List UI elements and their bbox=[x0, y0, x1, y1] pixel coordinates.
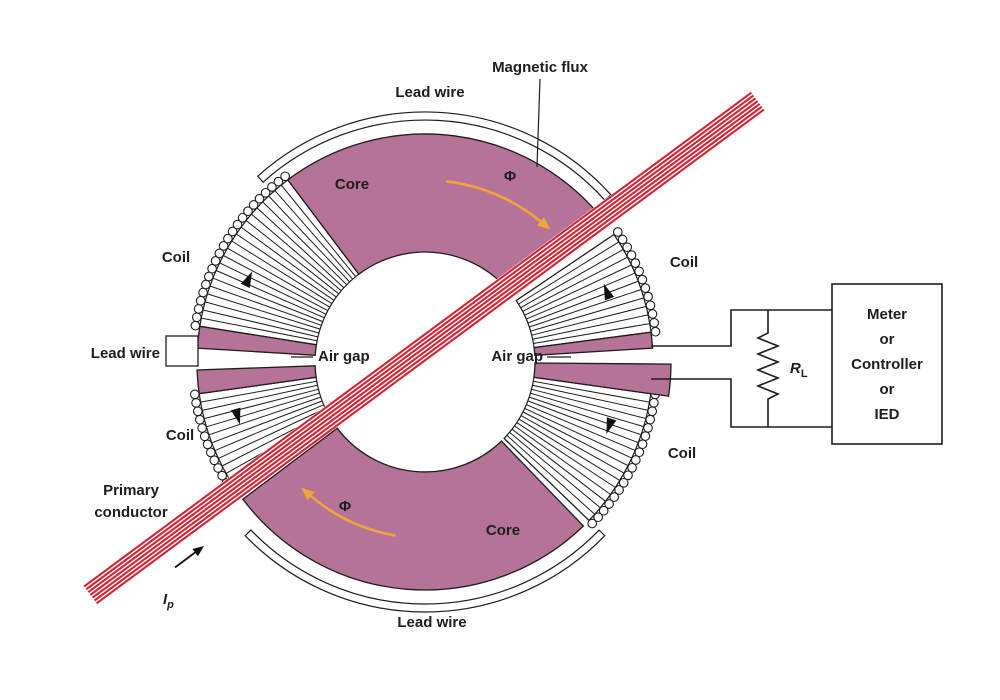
meter-box-line-1: Meter bbox=[867, 306, 907, 323]
flux-symbol-top: Φ bbox=[504, 168, 516, 185]
magnetic-flux-label: Magnetic flux bbox=[492, 59, 589, 76]
lead-wire-bottom-label: Lead wire bbox=[397, 614, 466, 631]
core-bottom-label: Core bbox=[486, 522, 520, 539]
flux-arrow-top bbox=[445, 180, 551, 230]
coil-lower-left-label: Coil bbox=[166, 427, 194, 444]
lead-wire-left-label: Lead wire bbox=[91, 345, 160, 362]
air-gap-right-label: Air gap bbox=[491, 348, 543, 365]
lead-wire-tab-left bbox=[165, 335, 199, 367]
meter-box-text: Meter or Controller or IED bbox=[851, 306, 923, 423]
lead-arc-bottom-path bbox=[244, 529, 606, 613]
core-sectors bbox=[196, 133, 672, 591]
coil-upper-left-label: Coil bbox=[162, 249, 190, 266]
primary-conductor-label-line1: Primary bbox=[103, 482, 160, 499]
secondary-wire-top bbox=[651, 309, 832, 347]
primary-current-arrow-shaft bbox=[174, 550, 198, 569]
coil-upper-right bbox=[515, 227, 661, 349]
primary-conductor-label-line2: conductor bbox=[94, 504, 167, 521]
meter-box-line-5: IED bbox=[874, 406, 899, 423]
magnetic-flux-leader-line bbox=[536, 78, 541, 168]
meter-box-line-2: or bbox=[880, 331, 895, 348]
burden-resistor bbox=[755, 310, 781, 427]
air-gap-left-label: Air gap bbox=[318, 348, 370, 365]
secondary-circuit bbox=[651, 283, 943, 445]
lead-arc-top-path bbox=[256, 111, 612, 201]
load-resistor-label: RL bbox=[790, 360, 808, 380]
lead-wire-top-label: Lead wire bbox=[395, 84, 464, 101]
flux-arrow-bottom bbox=[301, 487, 396, 537]
primary-current-arrow bbox=[174, 546, 204, 569]
secondary-wire-bottom bbox=[651, 378, 832, 428]
primary-current-label: Ip bbox=[163, 591, 174, 611]
meter-box-line-4: or bbox=[880, 381, 895, 398]
core-top-label: Core bbox=[335, 176, 369, 193]
meter-box bbox=[831, 283, 943, 445]
lead-wire-arc-bottom bbox=[244, 529, 606, 613]
meter-box-line-3: Controller bbox=[851, 356, 923, 373]
primary-conductor bbox=[83, 91, 765, 605]
conductor-stripes bbox=[83, 91, 765, 605]
winding-direction-arrows bbox=[230, 271, 617, 434]
primary-current-arrowhead bbox=[192, 546, 204, 557]
lead-wire-arc-top bbox=[256, 111, 612, 201]
coil-lower-left bbox=[189, 376, 335, 496]
coil-upper-right-label: Coil bbox=[670, 254, 698, 271]
coil-lower-right-label: Coil bbox=[668, 445, 696, 462]
flux-symbol-bottom: Φ bbox=[339, 498, 351, 515]
